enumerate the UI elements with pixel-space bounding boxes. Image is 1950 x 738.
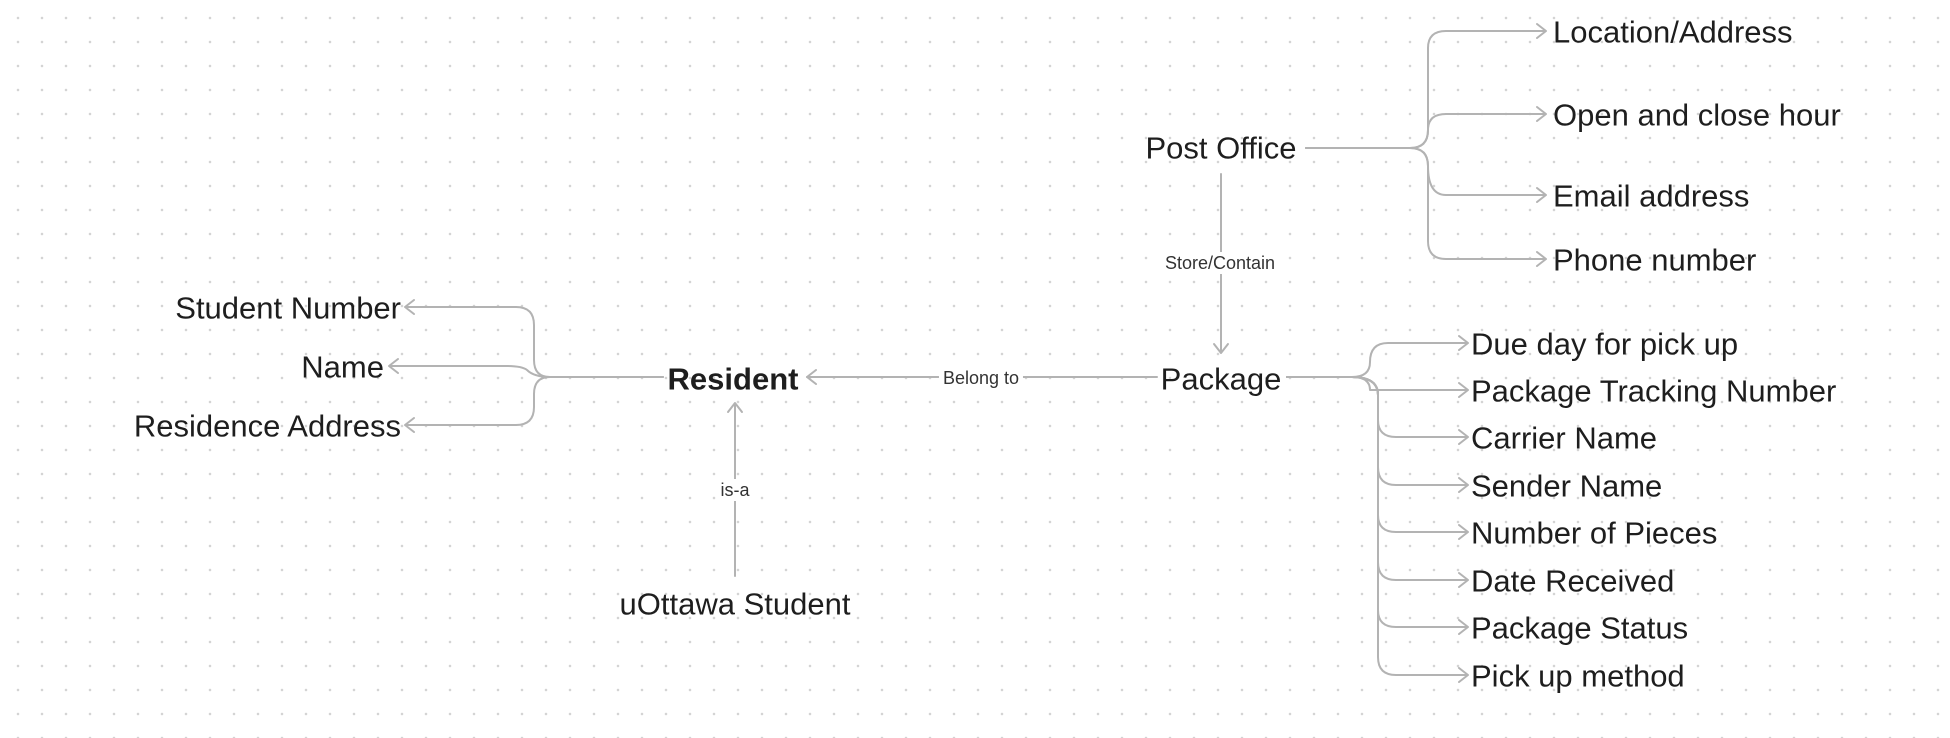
connector-post-office-hours (1305, 113, 1546, 149)
edge-label-belong-to: Belong to (938, 367, 1024, 389)
arrowhead-pickup (1458, 667, 1469, 683)
arrowhead-is-a (727, 402, 743, 413)
arrowhead-hours (1536, 106, 1547, 122)
connector-post-office-location (1305, 30, 1546, 149)
arrowhead-status (1458, 619, 1469, 635)
arrowhead-email (1536, 187, 1547, 203)
node-package-pickup-method[interactable]: Pick up method (1471, 658, 1685, 694)
node-uottawa-student[interactable]: uOttawa Student (619, 586, 851, 622)
node-post-office[interactable]: Post Office (1145, 130, 1297, 166)
edge-label-store-contain: Store/Contain (1160, 252, 1280, 274)
node-package-due-day[interactable]: Due day for pick up (1471, 326, 1739, 362)
node-package-carrier-name[interactable]: Carrier Name (1471, 420, 1658, 456)
arrowhead-student-number (404, 299, 415, 315)
node-post-office-location[interactable]: Location/Address (1553, 14, 1793, 50)
arrowhead-date (1458, 572, 1469, 588)
connector-package-due-day (1286, 342, 1468, 378)
connector-resident-name (389, 365, 664, 378)
node-post-office-email[interactable]: Email address (1553, 178, 1750, 214)
arrowhead-due-day (1458, 335, 1469, 351)
connector-post-office-phone (1305, 147, 1546, 260)
node-package-tracking-number[interactable]: Package Tracking Number (1471, 373, 1837, 409)
arrowhead-tracking (1458, 382, 1469, 398)
node-resident-name[interactable]: Name (301, 349, 384, 385)
arrowhead-sender (1458, 477, 1469, 493)
arrowhead-belong-to (806, 369, 817, 385)
arrowhead-location (1536, 23, 1547, 39)
arrowhead-name (388, 358, 399, 374)
node-package-date-received[interactable]: Date Received (1471, 563, 1675, 599)
connector-resident-address (405, 376, 664, 426)
node-resident-residence-address[interactable]: Residence Address (133, 408, 401, 444)
arrowhead-carrier (1458, 429, 1469, 445)
node-post-office-phone[interactable]: Phone number (1553, 242, 1757, 278)
node-package-status[interactable]: Package Status (1471, 610, 1689, 646)
connector-package-pickup (1286, 376, 1468, 676)
node-resident[interactable]: Resident (667, 361, 799, 397)
node-package[interactable]: Package (1160, 361, 1282, 397)
edge-label-is-a: is-a (716, 479, 754, 501)
node-resident-student-number[interactable]: Student Number (175, 290, 401, 326)
node-package-sender-name[interactable]: Sender Name (1471, 468, 1663, 504)
arrowhead-store-contain (1213, 343, 1229, 354)
arrowhead-pieces (1458, 524, 1469, 540)
arrowhead-residence-address (404, 417, 415, 433)
node-post-office-hours[interactable]: Open and close hour (1553, 97, 1841, 133)
node-package-number-of-pieces[interactable]: Number of Pieces (1471, 515, 1718, 551)
arrowhead-phone (1536, 251, 1547, 267)
